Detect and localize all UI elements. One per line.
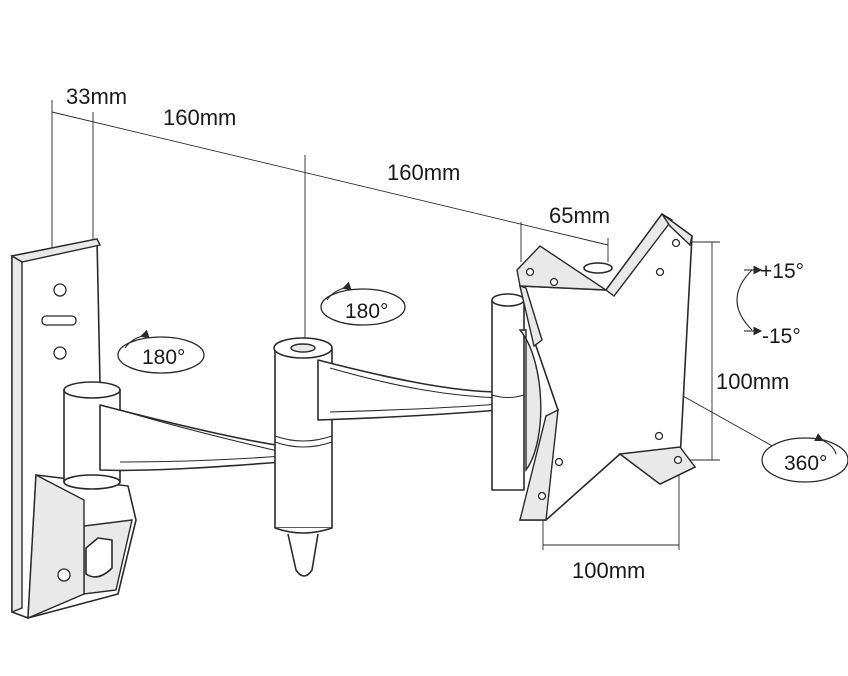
dim-head-depth: 65mm [549, 203, 610, 228]
arm-2 [317, 359, 501, 421]
rot-wall-joint-label: 180° [142, 346, 185, 369]
dimension-lines [51, 100, 777, 550]
tilt-indicator: +15° -15° [736, 260, 804, 348]
rotation-wall-joint: 180° [117, 329, 205, 374]
rotation-head: 360° [761, 433, 848, 483]
rot-middle-joint-label: 180° [345, 300, 388, 323]
head-pivot-joint [491, 293, 542, 491]
dim-arm-1: 160mm [163, 105, 236, 130]
rotation-middle-joint: 180° [320, 281, 406, 326]
dimension-labels: 33mm 160mm 160mm 65mm 100mm 100mm [66, 84, 789, 583]
vesa-head-plate [516, 213, 697, 521]
tilt-up-label: +15° [760, 260, 804, 283]
dim-wall-offset: 33mm [66, 84, 127, 109]
dim-vesa-height: 100mm [716, 369, 789, 394]
dim-vesa-width: 100mm [572, 558, 645, 583]
tilt-down-label: -15° [762, 325, 801, 348]
arm-1 [99, 404, 283, 472]
wall-plate [10, 238, 137, 620]
dim-arm-2: 160mm [387, 160, 460, 185]
rot-head-label: 360° [784, 452, 827, 475]
